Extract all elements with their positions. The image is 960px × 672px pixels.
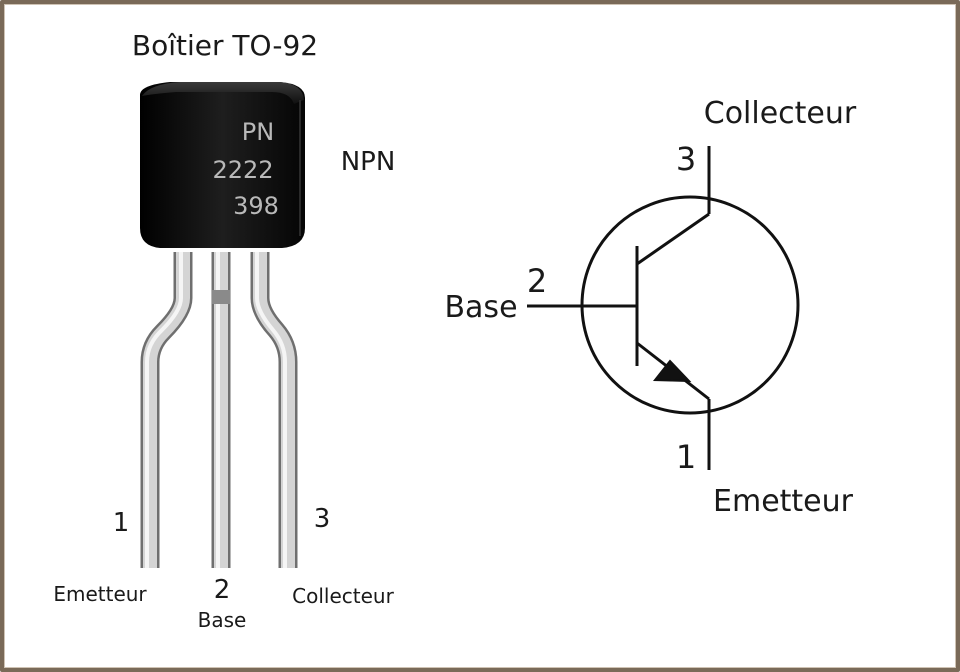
pin-3-name: Collecteur (292, 584, 394, 608)
pin-3-number: 3 (314, 504, 331, 534)
symbol-collector-name: Collecteur (704, 96, 857, 131)
symbol-base-number: 2 (527, 262, 547, 300)
type-label: NPN (341, 147, 396, 177)
symbol-base-name: Base (444, 290, 517, 325)
marking-line-2: 2222 (212, 156, 273, 184)
symbol-emitter-number: 1 (676, 438, 696, 476)
symbol-emitter-name: Emetteur (713, 484, 854, 519)
pin-1-number: 1 (113, 508, 130, 538)
package-leads (140, 252, 298, 568)
pin-2-name: Base (198, 608, 247, 632)
marking-line-1: PN (242, 118, 274, 146)
collector-diagonal (636, 212, 710, 266)
package-title: Boîtier TO-92 (132, 29, 318, 62)
symbol-collector-number: 3 (676, 140, 696, 178)
emitter-arrow (652, 359, 692, 383)
npn-schematic-symbol (527, 146, 800, 470)
pin-1-name: Emetteur (53, 582, 147, 606)
to92-body: PN 2222 398 (140, 82, 305, 248)
pin-2-number: 2 (214, 575, 231, 605)
marking-line-3: 398 (233, 192, 279, 220)
